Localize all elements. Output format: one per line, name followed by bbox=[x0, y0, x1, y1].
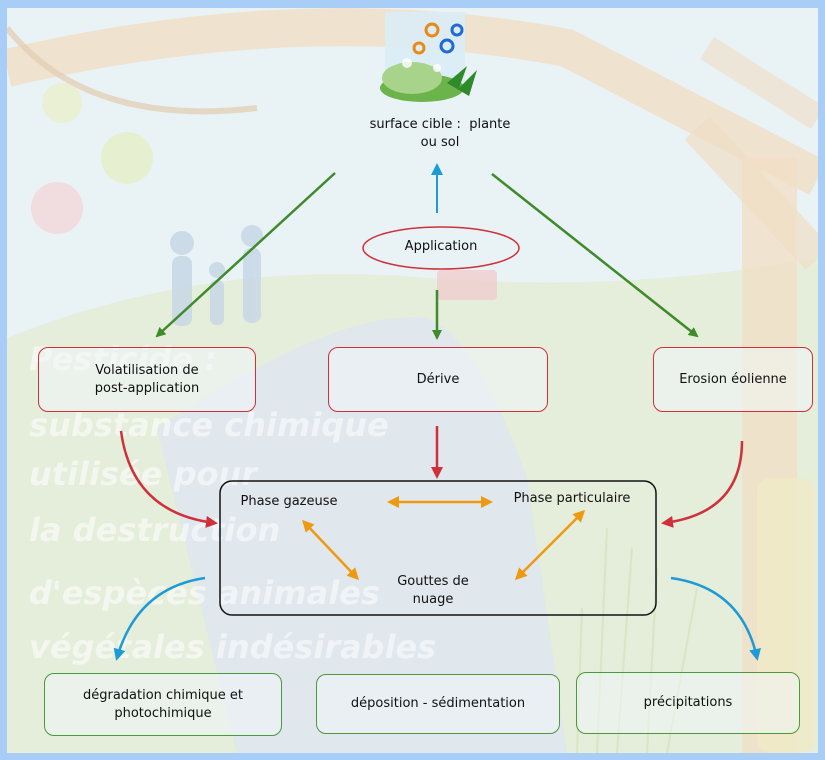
application-label: Application bbox=[404, 239, 478, 254]
derive-box: Dérive bbox=[328, 347, 548, 412]
background-text-line-2: substance chimique bbox=[29, 406, 389, 444]
background-text-line-6: végétales indésirables bbox=[29, 628, 437, 666]
erosion-label: Erosion éolienne bbox=[679, 371, 787, 387]
volatilisation-label: Volatilisation de post-application bbox=[94, 362, 200, 396]
background-text-line-5: d'espèces animales bbox=[29, 574, 380, 612]
atmosphere-box bbox=[219, 480, 657, 616]
phase-particulaire-label: Phase particulaire bbox=[513, 491, 631, 506]
application-ellipse bbox=[362, 226, 520, 270]
precipitations-label: précipitations bbox=[643, 695, 733, 710]
diagram-connectors bbox=[113, 12, 761, 661]
plant-sol-illustration-icon bbox=[380, 12, 477, 102]
precipitations-box: précipitations bbox=[576, 672, 800, 734]
erosion-box: Erosion éolienne bbox=[653, 347, 813, 412]
derive-label: Dérive bbox=[416, 371, 460, 387]
volatilisation-box: Volatilisation de post-application bbox=[38, 347, 256, 412]
diagram-panel: Pesticide : substance chimique utilisée … bbox=[7, 8, 818, 753]
phase-gazeuse-label: Phase gazeuse bbox=[240, 494, 338, 509]
target-surface-label: surface cible : plante ou sol bbox=[369, 117, 511, 150]
background-text-line-4: la destruction bbox=[29, 511, 281, 549]
degradation-label: dégradation chimique et photochimique bbox=[82, 687, 244, 721]
degradation-box: dégradation chimique et photochimique bbox=[44, 673, 282, 736]
gouttes-label: Gouttes de nuage bbox=[397, 574, 469, 607]
deposition-box: déposition - sédimentation bbox=[316, 674, 560, 734]
deposition-label: déposition - sédimentation bbox=[350, 696, 526, 711]
